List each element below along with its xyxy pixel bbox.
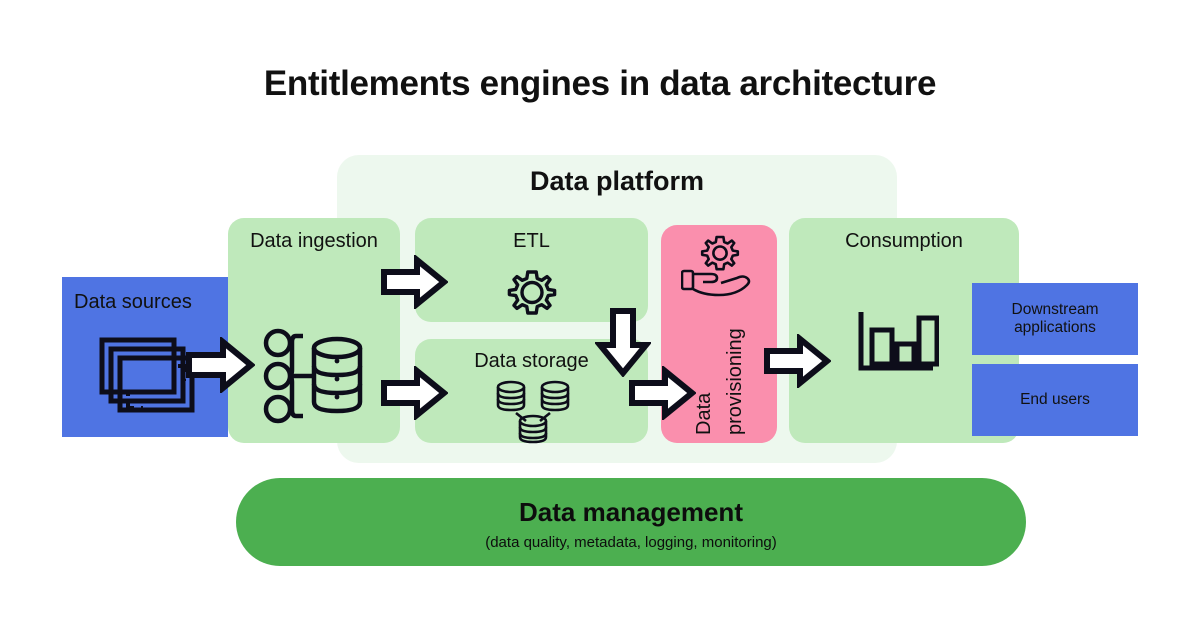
data-management-subtitle: (data quality, metadata, logging, monito… — [485, 534, 777, 551]
data-ingestion-block[interactable]: Data ingestion — [228, 218, 400, 443]
data-ingestion-label: Data ingestion — [250, 230, 378, 252]
downstream-applications-block[interactable]: Downstream applications — [972, 283, 1138, 355]
gear-icon — [504, 268, 560, 329]
downstream-applications-label: Downstream applications — [1011, 301, 1099, 336]
arrow-provisioning-to-consumption — [763, 332, 832, 393]
nodes-to-database-icon — [262, 328, 366, 429]
hand-holding-gear-icon — [680, 233, 759, 302]
data-storage-label: Data storage — [474, 350, 589, 372]
etl-block[interactable]: ETL — [415, 218, 648, 322]
etl-label: ETL — [513, 230, 550, 252]
arrow-ingestion-to-storage — [380, 364, 449, 425]
data-provisioning-label-line1: Data — [693, 392, 715, 435]
end-users-block[interactable]: End users — [972, 364, 1138, 436]
data-management-title: Data management — [519, 497, 743, 527]
end-users-label: End users — [1020, 391, 1090, 409]
data-management-bar[interactable] — [236, 478, 1026, 566]
arrow-storage-to-provisioning — [628, 364, 697, 425]
bar-chart-icon — [855, 308, 940, 383]
data-platform-label: Data platform — [529, 166, 705, 196]
data-sources-label: Data sources — [74, 291, 192, 313]
arrow-sources-to-ingestion — [185, 335, 256, 398]
consumption-label: Consumption — [845, 230, 963, 252]
stacked-documents-icon — [92, 332, 198, 427]
arrow-ingestion-to-etl — [380, 253, 449, 314]
data-storage-block[interactable]: Data storage — [415, 339, 648, 444]
data-provisioning-block[interactable]: Data provisioning — [661, 225, 777, 443]
database-cluster-icon — [494, 379, 572, 450]
arrow-etl-to-storage — [593, 307, 653, 382]
data-provisioning-label-line2: provisioning — [724, 328, 746, 435]
page-title: Entitlements engines in data architectur… — [263, 64, 937, 103]
